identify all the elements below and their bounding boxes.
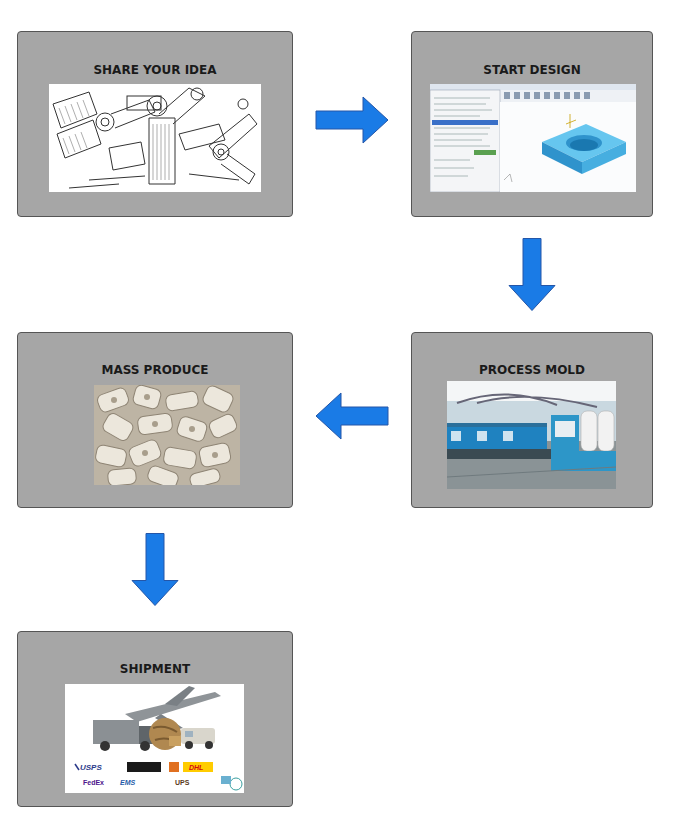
flow-arrow <box>509 239 555 311</box>
carrier-logo: DHL <box>189 764 203 772</box>
box-title: SHARE YOUR IDEA <box>18 63 292 77</box>
flow-arrow <box>316 97 388 143</box>
parts-photo <box>94 385 240 485</box>
flow-arrow <box>132 534 178 606</box>
sketch-picture <box>49 84 261 192</box>
box-title: MASS PRODUCE <box>18 363 292 377</box>
factory-photo <box>447 381 616 489</box>
box-title: SHIPMENT <box>18 662 292 676</box>
carrier-logo: FedEx <box>83 779 104 787</box>
shipping-picture <box>65 684 244 793</box>
box-title: PROCESS MOLD <box>412 363 652 377</box>
cad-screenshot <box>430 84 636 192</box>
carrier-logo: UPS <box>175 779 189 787</box>
box-title: START DESIGN <box>412 63 652 77</box>
flow-arrow <box>316 393 388 439</box>
carrier-logo: USPS <box>80 764 102 772</box>
carrier-logo: EMS <box>120 779 135 787</box>
